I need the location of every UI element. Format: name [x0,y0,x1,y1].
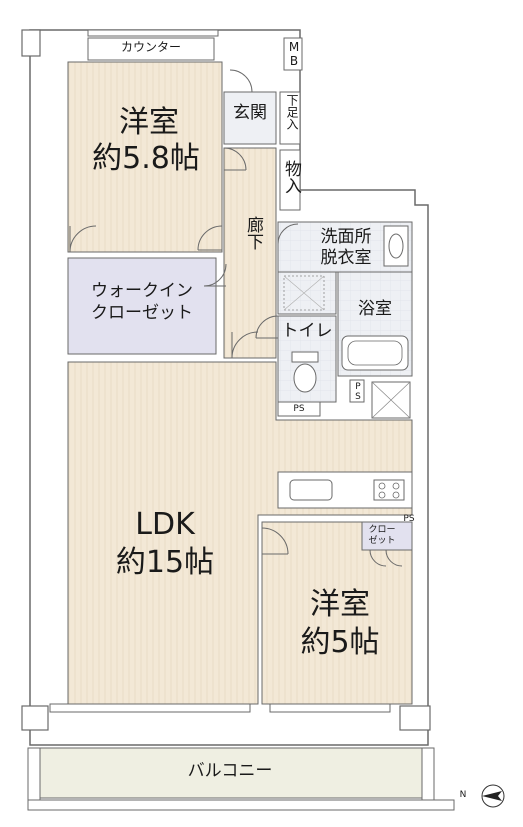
western-room-1-size: 約5.8帖 [92,141,200,176]
mb-label: MB [287,40,301,68]
closet-box [361,521,413,551]
ps-side-label: PS [353,382,363,402]
walk-in-closet-label-1: ウォークイン [91,281,193,301]
washroom-label-1: 洗面所 [320,227,372,247]
western-room-2-floor [261,521,413,705]
washer-space [283,275,325,311]
windows [49,29,391,713]
entrance-floor [223,91,277,145]
balcony-label: バルコニー [187,761,273,781]
ps-closet-label: PS [403,514,415,524]
bathroom-label: 浴室 [358,299,392,319]
bathtub [341,335,409,371]
western-room-2-size: 約5帖 [300,625,380,660]
toilet-label: トイレ [281,321,333,341]
ldk-name: LDK [135,507,195,542]
closet-label-2: ゼット [368,536,396,546]
storage-box [279,149,301,211]
western-room-1-floor [67,61,223,253]
shoe-box-label: 下足入 [285,94,299,130]
western-room-2-name: 洋室 [310,587,370,622]
washroom-label-2: 脱衣室 [320,248,372,268]
walk-in-closet-label-2: クローゼット [91,303,193,323]
ldk-size: 約15帖 [115,545,215,580]
counter [87,37,215,61]
ps-side-box [349,379,365,403]
door-swings [69,69,403,567]
hallway-label: 廊下 [243,216,263,250]
balcony [27,747,455,811]
north-arrow-icon [468,782,508,810]
kitchen-counter [277,471,413,509]
compass-label: N [459,790,467,800]
ps-toilet-box [277,401,321,417]
western-room-1-name: 洋室 [119,105,179,140]
wash-basin [383,225,409,267]
hallway-floor [223,147,277,359]
entrance-label: 玄関 [233,103,267,123]
storage-label: 物入 [281,160,301,194]
toilet-bowl [291,351,319,393]
mb-box [283,37,303,71]
walk-in-closet-floor [67,257,217,355]
closet-label-1: クロー [368,525,396,535]
ps-toilet-label: PS [293,404,305,414]
shoe-box [279,91,301,145]
counter-label: カウンター [120,40,181,54]
duct-space [371,381,411,419]
